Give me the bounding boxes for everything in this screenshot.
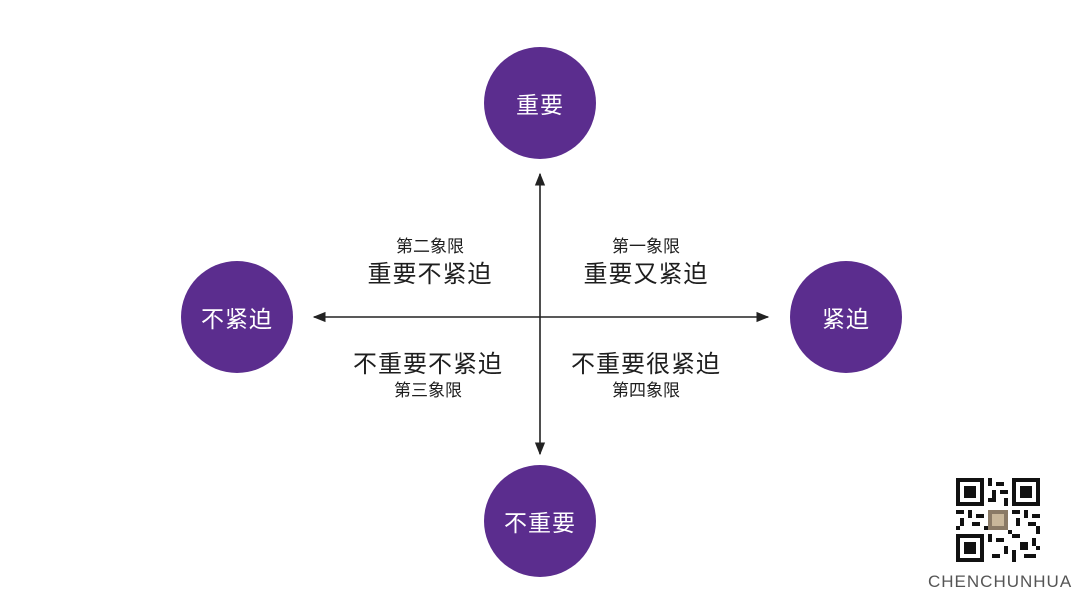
quadrant-4-number: 第四象限: [612, 381, 680, 401]
quadrant-2-title: 重要不紧迫: [367, 260, 493, 288]
quadrant-4: 不重要很紧迫 第四象限: [548, 348, 744, 402]
quadrant-1: 第一象限 重要又紧迫: [556, 236, 736, 290]
qr-code-icon: [956, 478, 1040, 562]
circle-urgent-label: 紧迫: [822, 307, 870, 333]
quadrant-3-number: 第三象限: [394, 381, 462, 401]
circle-not-urgent-label: 不紧迫: [201, 307, 273, 333]
circle-not-important: 不重要: [484, 465, 596, 577]
quadrant-1-number: 第一象限: [612, 237, 680, 257]
quadrant-1-title: 重要又紧迫: [583, 260, 709, 288]
quadrant-2-number: 第二象限: [396, 237, 464, 257]
circle-not-important-label: 不重要: [504, 511, 576, 537]
quadrant-4-title: 不重要很紧迫: [571, 350, 721, 378]
circle-important-label: 重要: [516, 93, 564, 119]
circle-important: 重要: [484, 47, 596, 159]
quadrant-2: 第二象限 重要不紧迫: [340, 236, 520, 290]
quadrant-3-title: 不重要不紧迫: [353, 350, 503, 378]
circle-urgent: 紧迫: [790, 261, 902, 373]
circle-not-urgent: 不紧迫: [181, 261, 293, 373]
brand-name: CHENCHUNHUA: [928, 572, 1073, 591]
quadrant-3: 不重要不紧迫 第三象限: [330, 348, 526, 402]
